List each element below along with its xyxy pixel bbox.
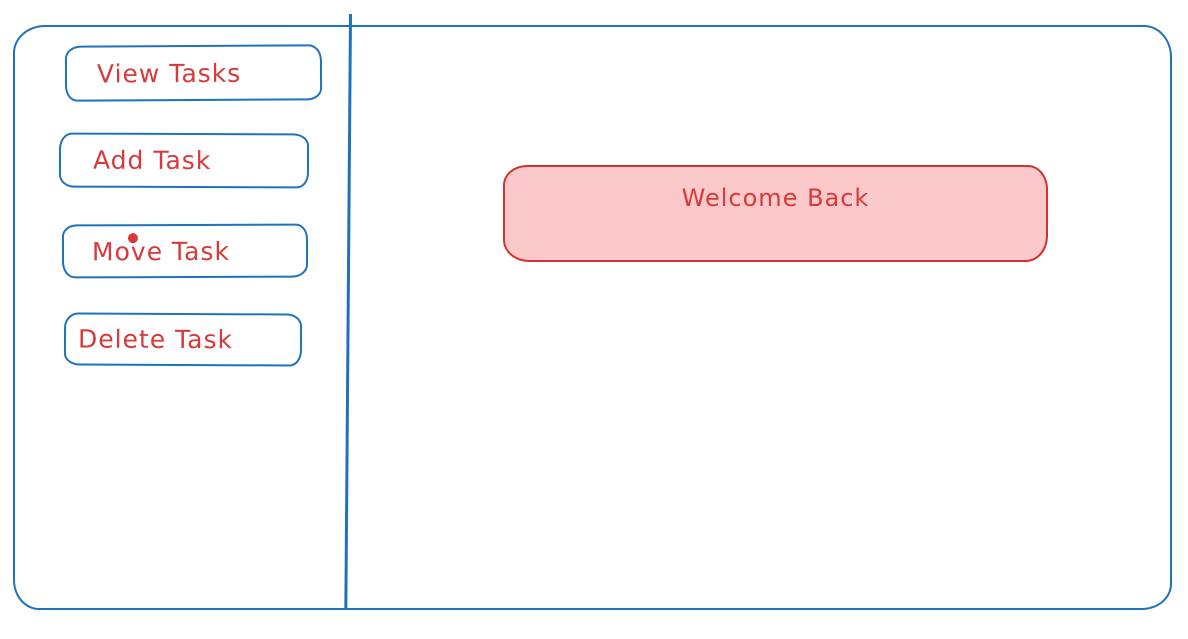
add-task-button[interactable]: Add Task [58, 132, 310, 189]
move-task-button[interactable]: Move Task [61, 223, 309, 279]
app-window-frame [13, 25, 1172, 610]
welcome-banner-label: Welcome Back [681, 184, 870, 212]
move-task-label: Move Task [91, 236, 231, 266]
view-tasks-label: View Tasks [96, 58, 242, 89]
add-task-label: Add Task [92, 145, 212, 176]
welcome-banner: Welcome Back [503, 165, 1048, 262]
delete-task-label: Delete Task [77, 324, 234, 355]
view-tasks-button[interactable]: View Tasks [64, 44, 323, 102]
delete-task-button[interactable]: Delete Task [63, 312, 303, 367]
red-dot-icon [127, 233, 138, 244]
